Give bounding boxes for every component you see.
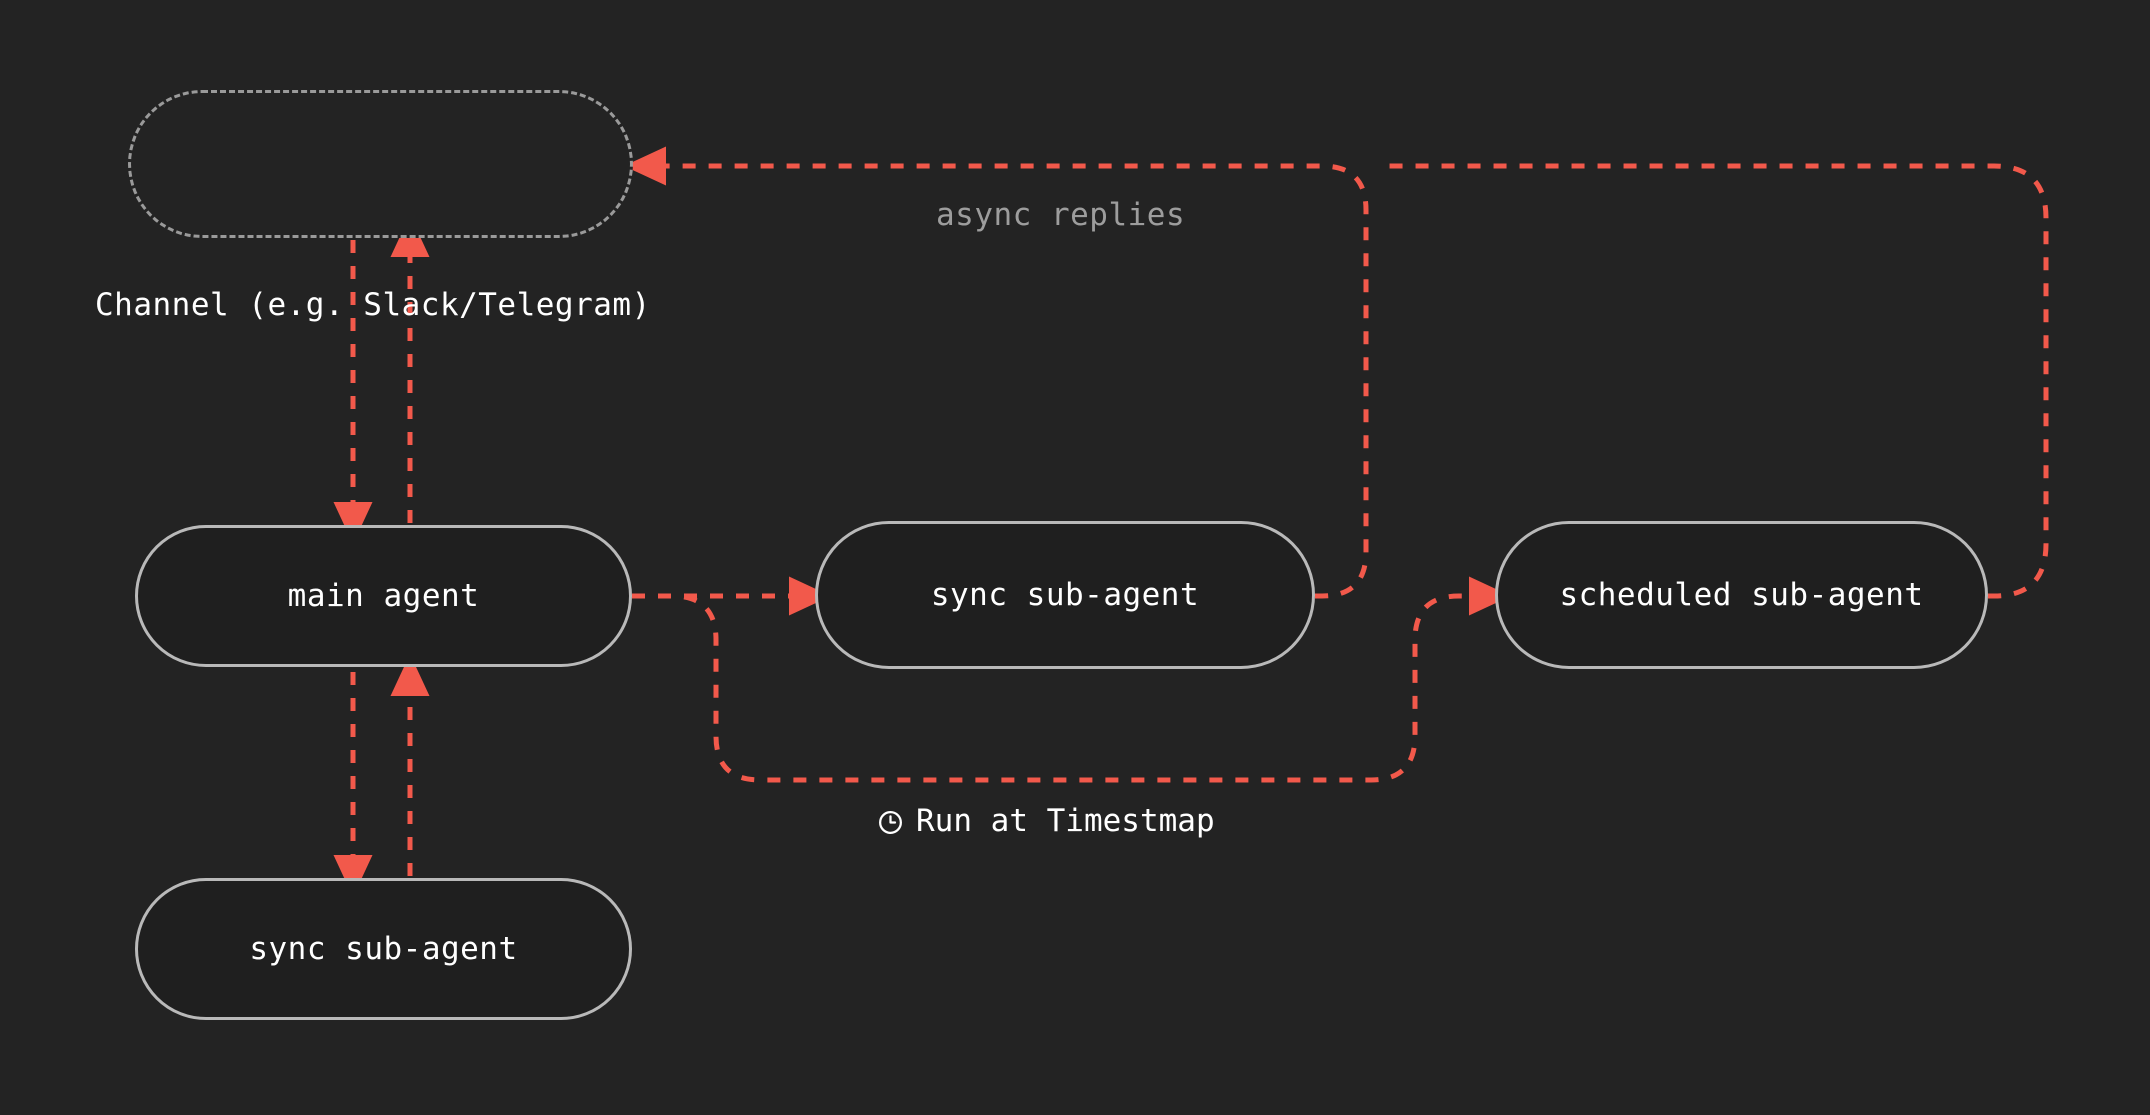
- edge-label-async-replies: async replies: [936, 197, 1186, 233]
- node-sync-sub-agent-bottom[interactable]: sync sub-agent: [135, 878, 632, 1020]
- node-scheduled-sub-agent-label: scheduled sub-agent: [1559, 577, 1924, 613]
- edge-label-run-at-timestmap: Run at Timestmap: [877, 803, 1215, 839]
- node-sync-sub-agent-bottom-label: sync sub-agent: [249, 931, 518, 967]
- edge-label-run-at-timestmap-text: Run at Timestmap: [916, 803, 1215, 839]
- node-sync-sub-agent-mid-label: sync sub-agent: [930, 577, 1200, 613]
- node-scheduled-sub-agent[interactable]: scheduled sub-agent: [1495, 521, 1988, 669]
- node-channel[interactable]: [128, 90, 633, 238]
- channel-caption: Channel (e.g. Slack/Telegram): [95, 287, 651, 323]
- clock-icon: [877, 808, 904, 835]
- node-sync-sub-agent-mid[interactable]: sync sub-agent: [815, 521, 1315, 669]
- node-main-agent-label: main agent: [287, 578, 480, 614]
- node-main-agent[interactable]: main agent: [135, 525, 632, 667]
